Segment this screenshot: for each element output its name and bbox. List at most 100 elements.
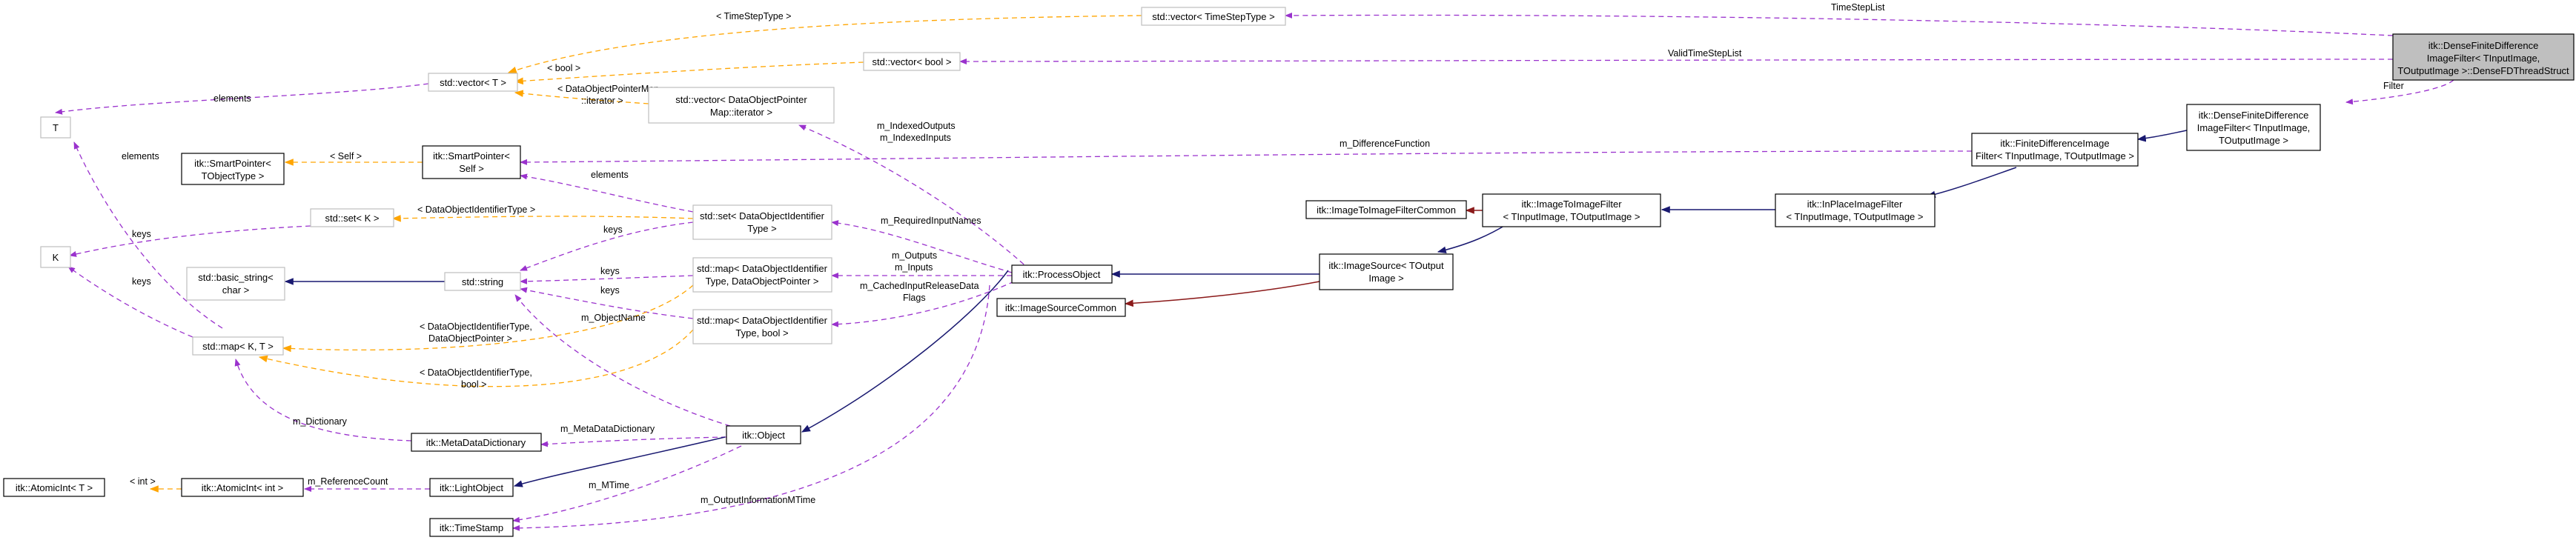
node-dfd-thread-struct-line-2: ImageFilter< TInputImage, xyxy=(2427,53,2540,64)
node-t-param[interactable]: T xyxy=(40,116,71,139)
node-basic-string-line-2: char > xyxy=(222,284,250,296)
node-std-string-label: std::string xyxy=(462,276,503,287)
node-image-to-image-filter-common[interactable]: itk::ImageToImageFilterCommon xyxy=(1305,200,1467,219)
label-timestep-list: TimeStepList xyxy=(1831,2,1885,13)
node-vector-bool[interactable]: std::vector< bool > xyxy=(863,52,961,71)
label-output-information-mtime: m_OutputInformationMTime xyxy=(701,495,815,505)
label-tpl-doid-dop-1: < DataObjectIdentifierType, xyxy=(420,322,532,332)
node-time-stamp[interactable]: itk::TimeStamp xyxy=(429,518,514,537)
node-dfd-thread-struct[interactable]: itk::DenseFiniteDifference ImageFilter< … xyxy=(2392,33,2575,81)
node-itk-object[interactable]: itk::Object xyxy=(726,425,801,444)
node-set-k-label: std::set< K > xyxy=(325,213,380,224)
label-filter: Filter xyxy=(2383,81,2404,91)
node-image-source-line-1: itk::ImageSource< TOutput xyxy=(1328,260,1444,271)
node-itk-object-label: itk::Object xyxy=(742,430,785,441)
node-image-source-common[interactable]: itk::ImageSourceCommon xyxy=(996,298,1126,317)
label-indexed-inputs: m_IndexedInputs xyxy=(880,133,951,143)
node-smartpointer-objtype-line-2: TObjectType > xyxy=(202,170,265,181)
node-inplace-image-filter-line-2: < TInputImage, TOutputImage > xyxy=(1786,211,1923,222)
node-vector-dopm-iterator-line-2: Map::iterator > xyxy=(710,107,772,118)
label-tpl-self: < Self > xyxy=(330,151,362,161)
node-dense-fd-image-filter-line-1: itk::DenseFiniteDifference xyxy=(2199,110,2309,121)
node-smartpointer-objtype[interactable]: itk::SmartPointer< TObjectType > xyxy=(181,153,285,185)
label-inputs: m_Inputs xyxy=(895,262,933,273)
edge-timestep-list xyxy=(1285,12,2394,36)
label-keys-set: keys xyxy=(603,224,623,235)
node-set-doid[interactable]: std::set< DataObjectIdentifier Type > xyxy=(692,204,832,240)
edge-filter xyxy=(2345,79,2454,105)
node-std-string[interactable]: std::string xyxy=(444,272,521,291)
node-map-doid-bool-line-1: std::map< DataObjectIdentifier xyxy=(697,315,828,326)
node-vector-bool-label: std::vector< bool > xyxy=(873,56,952,67)
node-atomicint-int[interactable]: itk::AtomicInt< int > xyxy=(181,478,304,497)
node-smartpointer-self[interactable]: itk::SmartPointer< Self > xyxy=(422,145,521,179)
edge-object-name xyxy=(514,294,731,427)
node-finite-difference-image-filter-line-1: itk::FiniteDifferenceImage xyxy=(2000,138,2109,149)
label-tpl-doid-type: < DataObjectIdentifierType > xyxy=(417,204,535,215)
node-inplace-image-filter[interactable]: itk::InPlaceImageFilter < TInputImage, T… xyxy=(1775,193,1936,227)
edge-keys-k xyxy=(67,266,193,338)
label-tpl-doid-bool-1: < DataObjectIdentifierType, xyxy=(420,367,532,378)
node-vector-dopm-iterator-line-1: std::vector< DataObjectPointer xyxy=(675,94,807,105)
node-process-object[interactable]: itk::ProcessObject xyxy=(1011,264,1113,284)
node-set-k[interactable]: std::set< K > xyxy=(310,208,394,227)
label-indexed-outputs: m_IndexedOutputs xyxy=(877,121,956,131)
node-vector-timesteptype[interactable]: std::vector< TimeStepType > xyxy=(1141,7,1286,26)
node-light-object[interactable]: itk::LightObject xyxy=(429,478,514,497)
node-vector-timesteptype-label: std::vector< TimeStepType > xyxy=(1152,11,1274,22)
node-map-doid-bool-line-2: Type, bool > xyxy=(735,327,788,339)
label-elements-string: elements xyxy=(591,170,629,180)
edge-valid-timestep-list xyxy=(959,58,2394,64)
edge-keys-string-2 xyxy=(520,275,694,284)
label-keys-map-dop: keys xyxy=(600,266,620,276)
node-light-object-label: itk::LightObject xyxy=(440,482,503,493)
label-meta-data-dictionary: m_MetaDataDictionary xyxy=(560,424,655,434)
edge-inherit-object xyxy=(513,436,726,487)
node-smartpointer-self-line-2: Self > xyxy=(459,163,484,174)
node-meta-data-dictionary[interactable]: itk::MetaDataDictionary xyxy=(411,433,542,452)
node-map-doid-dop[interactable]: std::map< DataObjectIdentifier Type, Dat… xyxy=(692,257,832,293)
node-vector-t[interactable]: std::vector< T > xyxy=(428,73,518,92)
label-reference-count: m_ReferenceCount xyxy=(308,476,388,487)
edge-mtime xyxy=(512,445,742,523)
node-inplace-image-filter-line-1: itk::InPlaceImageFilter xyxy=(1807,199,1903,210)
node-image-source-common-label: itk::ImageSourceCommon xyxy=(1005,302,1116,313)
node-finite-difference-image-filter[interactable]: itk::FiniteDifferenceImage Filter< TInpu… xyxy=(1971,133,2139,167)
node-dense-fd-image-filter-line-2: ImageFilter< TInputImage, xyxy=(2197,122,2311,133)
label-valid-timestep-list: ValidTimeStepList xyxy=(1668,48,1742,59)
node-dense-fd-image-filter[interactable]: itk::DenseFiniteDifference ImageFilter< … xyxy=(2186,104,2321,151)
label-tpl-int: < int > xyxy=(130,476,156,487)
label-tpl-dopm-iterator-1: < DataObjectPointerMap xyxy=(557,84,659,94)
edge-output-information-mtime xyxy=(512,284,990,531)
label-elements-k: elements xyxy=(122,151,159,161)
node-k-param[interactable]: K xyxy=(40,246,71,268)
node-set-doid-line-2: Type > xyxy=(747,223,776,234)
label-object-name: m_ObjectName xyxy=(581,313,646,323)
edge-inherit-image-source-common xyxy=(1124,281,1320,307)
label-tpl-doid-dop-2: DataObjectPointer > xyxy=(428,333,512,344)
node-image-to-image-filter[interactable]: itk::ImageToImageFilter < TInputImage, T… xyxy=(1482,193,1661,227)
node-map-doid-bool[interactable]: std::map< DataObjectIdentifier Type, boo… xyxy=(692,309,832,344)
label-tpl-dopm-iterator-2: ::iterator > xyxy=(581,96,623,106)
node-map-k-t[interactable]: std::map< K, T > xyxy=(192,336,284,356)
edge-inherit-finite-difference xyxy=(1926,167,2017,199)
edge-tpl-dopm-iterator xyxy=(514,90,649,104)
node-time-stamp-label: itk::TimeStamp xyxy=(440,522,503,533)
node-vector-dopm-iterator[interactable]: std::vector< DataObjectPointer Map::iter… xyxy=(648,87,835,124)
node-finite-difference-image-filter-line-2: Filter< TInputImage, TOutputImage > xyxy=(1976,150,2134,161)
node-atomicint-int-label: itk::AtomicInt< int > xyxy=(202,482,284,493)
node-image-source[interactable]: itk::ImageSource< TOutput Image > xyxy=(1319,253,1454,290)
node-image-to-image-filter-line-2: < TInputImage, TOutputImage > xyxy=(1503,211,1640,222)
label-required-input-names: m_RequiredInputNames xyxy=(881,216,981,226)
label-mtime: m_MTime xyxy=(589,480,629,490)
node-map-doid-dop-line-1: std::map< DataObjectIdentifier xyxy=(697,263,828,274)
node-dfd-thread-struct-line-3: TOutputImage >::DenseFDThreadStruct xyxy=(2397,65,2569,76)
edge-required-input-names xyxy=(831,220,1013,273)
node-smartpointer-objtype-line-1: itk::SmartPointer< xyxy=(194,158,271,169)
node-basic-string[interactable]: std::basic_string< char > xyxy=(186,267,285,301)
edge-keys-string-3 xyxy=(520,287,694,319)
node-meta-data-dictionary-label: itk::MetaDataDictionary xyxy=(426,437,526,448)
node-atomicint-t-label: itk::AtomicInt< T > xyxy=(16,482,93,493)
node-atomicint-t[interactable]: itk::AtomicInt< T > xyxy=(3,478,105,497)
